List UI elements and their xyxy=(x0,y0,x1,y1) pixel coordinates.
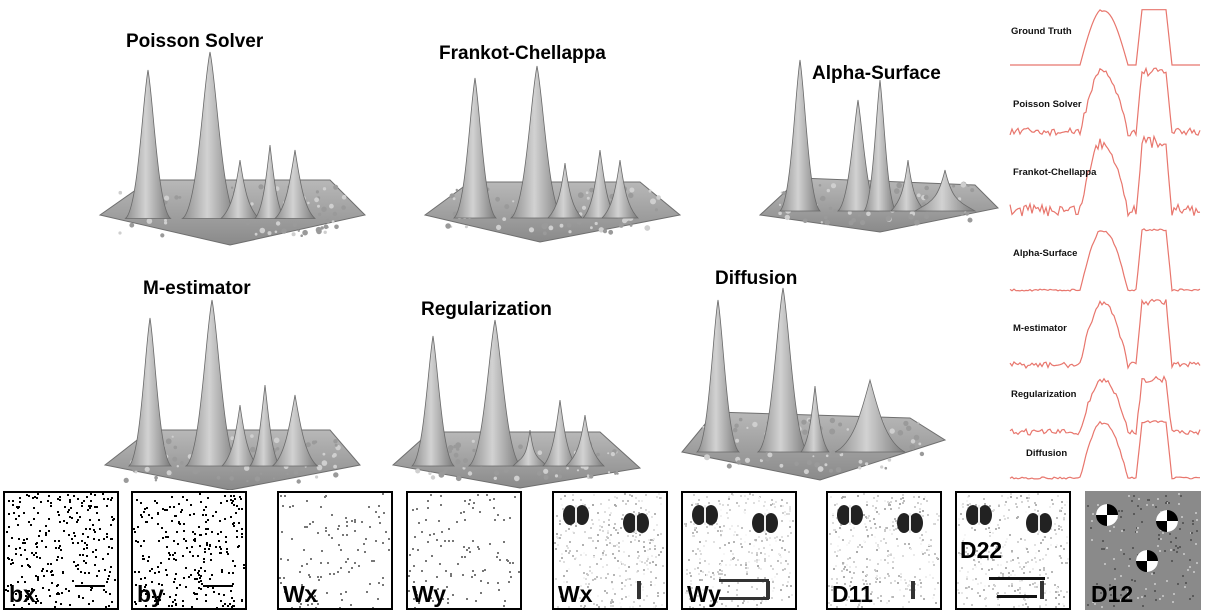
surface-title-alpha: Alpha-Surface xyxy=(812,63,941,84)
tile-by-label: by xyxy=(137,581,164,607)
profile-curve-4 xyxy=(1009,298,1201,370)
profile-curve-1 xyxy=(1009,66,1201,138)
surface-regularization xyxy=(391,319,642,489)
profile-curve-0 xyxy=(1010,9,1200,66)
tile-wy-1-image xyxy=(408,494,520,608)
surface-title-mestimator: M-estimator xyxy=(143,278,251,299)
surface-mestimator xyxy=(103,299,361,490)
profile-label-frankot: Frankot-Chellappa xyxy=(1013,167,1097,178)
tile-d12-label: D12 xyxy=(1091,581,1134,607)
profile-label-alpha: Alpha-Surface xyxy=(1013,248,1078,259)
surface-title-poisson: Poisson Solver xyxy=(126,31,264,52)
surface-title-diffusion: Diffusion xyxy=(715,268,798,289)
tile-by: by xyxy=(131,491,247,610)
tile-wx-2-label: Wx xyxy=(558,581,593,607)
tile-d22-label: D22 xyxy=(960,537,1003,563)
profile-curve-6 xyxy=(1009,420,1200,480)
profile-label-regularization: Regularization xyxy=(1011,389,1077,400)
tile-wy-2: Wy xyxy=(681,491,797,610)
tile-wy-1: Wy xyxy=(406,491,522,610)
tile-bx-image xyxy=(5,493,116,608)
tile-d22-image xyxy=(957,493,1069,608)
profile-plots xyxy=(1009,9,1201,480)
surface-poisson xyxy=(98,51,366,246)
surface-plots xyxy=(98,51,1000,490)
surface-diffusion xyxy=(681,287,947,481)
surface-alpha xyxy=(758,59,1000,233)
profile-label-poisson: Poisson Solver xyxy=(1013,99,1082,110)
tile-wx-1-label: Wx xyxy=(283,581,318,607)
tile-d22: D22 xyxy=(955,491,1071,610)
tile-d11-image xyxy=(828,493,940,608)
profile-label-ground-truth: Ground Truth xyxy=(1011,26,1072,37)
tile-d12-image xyxy=(1087,493,1198,608)
tile-d11-label: D11 xyxy=(832,581,873,607)
tile-wx-1-image xyxy=(279,493,390,608)
profile-curve-2 xyxy=(1009,134,1201,218)
tile-d11: D11 xyxy=(826,491,942,610)
tile-d12: D12 xyxy=(1085,491,1201,610)
surface-frankot xyxy=(423,65,682,243)
tile-wx-2-image xyxy=(554,493,665,608)
tile-wy-2-image xyxy=(684,493,794,608)
surface-title-regularization: Regularization xyxy=(421,299,552,320)
tile-wy-2-label: Wy xyxy=(687,581,722,607)
tile-bx: bx xyxy=(3,491,119,610)
tile-bx-label: bx xyxy=(9,581,36,607)
profile-curve-3 xyxy=(1009,228,1201,292)
profile-label-mestimator: M-estimator xyxy=(1013,323,1067,334)
profile-label-diffusion: Diffusion xyxy=(1026,448,1068,459)
tile-wy-1-label: Wy xyxy=(412,581,447,607)
profile-curve-5 xyxy=(1009,375,1201,436)
tile-wx-1: Wx xyxy=(277,491,393,610)
surface-title-frankot: Frankot-Chellappa xyxy=(439,43,606,64)
tile-by-image xyxy=(133,493,245,608)
tile-wx-2: Wx xyxy=(552,491,668,610)
